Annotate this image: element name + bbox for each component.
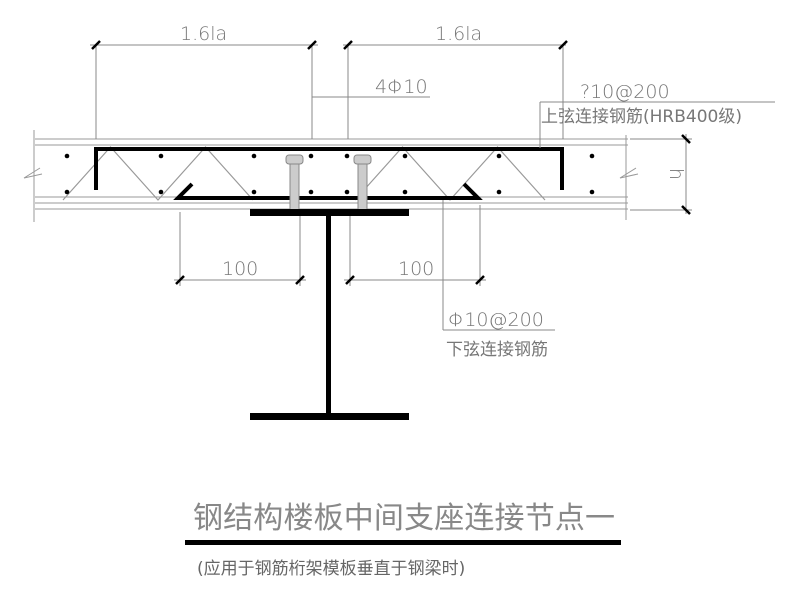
- steel-i-beam: [250, 209, 409, 420]
- top-chord-label: 上弦连接钢筋(HRB400级): [541, 107, 742, 127]
- rebar-dot: [344, 153, 350, 159]
- rebar-dot: [251, 189, 257, 195]
- rebar-dot: [158, 153, 164, 159]
- rebar-dot: [158, 189, 164, 195]
- rebar-dot: [402, 153, 408, 159]
- rebar-dot: [402, 189, 408, 195]
- rebar-dot: [64, 153, 70, 159]
- rebar-dot: [251, 153, 257, 159]
- rebar-dot: [496, 189, 502, 195]
- truss-zigzag: [354, 146, 546, 201]
- rebar-dot: [496, 153, 502, 159]
- dim-top-right: 1.6la: [435, 23, 482, 45]
- bottom-chord-bar: [173, 182, 483, 200]
- dim-bottom-left: 100: [222, 258, 258, 280]
- rebar-dot: [308, 189, 314, 195]
- top-chord-bar: [94, 147, 564, 190]
- dim-top-left: 1.6la: [180, 23, 227, 45]
- rebar-dots: [64, 153, 595, 195]
- bottom-chord-spec: Φ10@200: [448, 309, 544, 331]
- truss-zigzag: [62, 146, 254, 201]
- top-rebar-count: 4Φ10: [375, 76, 428, 98]
- rebar-dot: [589, 153, 595, 159]
- rebar-dot: [589, 189, 595, 195]
- drawing-subtitle: (应用于钢筋桁架模板垂直于钢梁时): [197, 559, 465, 579]
- rebar-dot: [344, 189, 350, 195]
- dimension-ticks: [91, 40, 691, 285]
- slab-outline: [23, 130, 639, 222]
- top-chord-spec: ?10@200: [580, 81, 670, 103]
- drawing-title: 钢结构楼板中间支座连接节点一: [193, 501, 615, 536]
- dimension-lines: [90, 44, 775, 331]
- shear-stud: [285, 154, 372, 211]
- bottom-chord-label: 下弦连接钢筋: [446, 340, 548, 360]
- slab-height-label: h: [665, 168, 687, 180]
- rebar-dot: [308, 153, 314, 159]
- dim-bottom-right: 100: [398, 258, 434, 280]
- title-underline: [185, 540, 621, 545]
- rebar-dot: [64, 189, 70, 195]
